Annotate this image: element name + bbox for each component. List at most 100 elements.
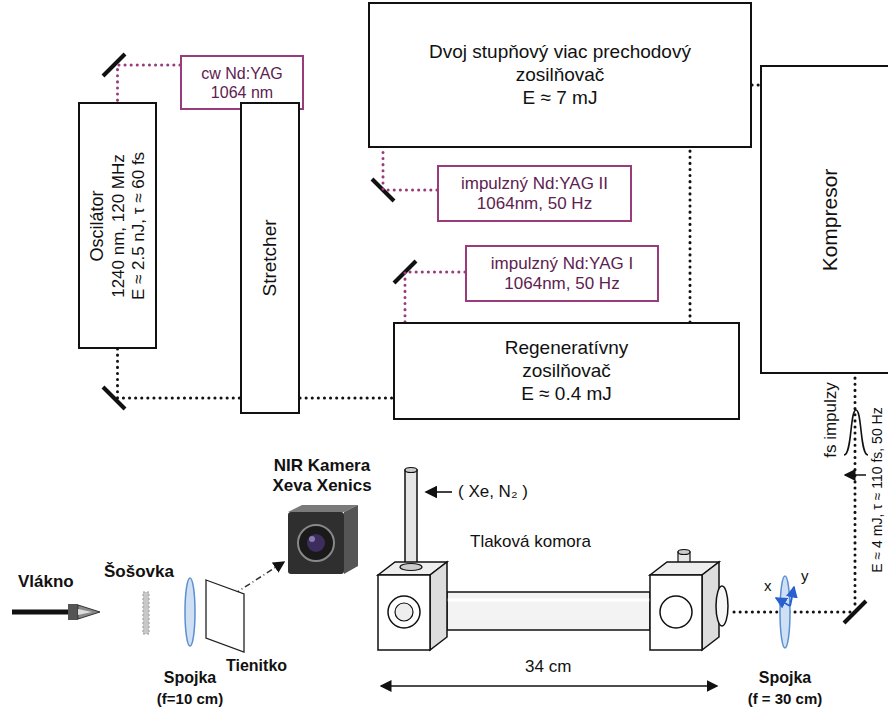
label-holder: Vlákno [18,572,74,592]
box-text-group: Dvoj stupňový viac prechodový zosilňovač… [400,41,720,109]
box-detail: E ≈ 7 mJ [400,86,720,109]
part-label: Šošovka [104,562,174,582]
chamber-cube [378,575,430,650]
chamber-window [388,596,420,628]
gas-label: ( Xe, N₂ ) [458,482,528,502]
focal-length: (f = 30 cm) [735,690,835,708]
label-holder: Spojka [745,668,825,687]
pump-laser-box: impulzný Nd:YAG I1064nm, 50 Hz [465,245,659,302]
label-holder: fs impulzy [821,382,841,458]
label-holder: Spojka [150,668,230,687]
box-title: impulzný Nd:YAG II [445,173,624,193]
camera-lens [307,534,325,552]
fiber-symbol [78,609,92,615]
box-detail: E ≈ 2.5 nJ, τ ≈ 60 fs [128,110,148,341]
label-holder: NIR Kamera Xeva Xenics [262,456,382,497]
camera-body [344,505,358,574]
box-text-group: Regeneratívny zosilňovačE ≈ 0.4 mJ [467,337,667,405]
label-holder: Tlaková komora [470,532,591,552]
gas-inlet [400,564,422,571]
label-holder: E ≈ 4 mJ, τ ≈ 110 fs, 50 Hz [869,407,886,572]
gas-arrow [426,491,452,493]
box-title: cw Nd:YAG [188,63,296,82]
box-text-group: cw Nd:YAG1064 nm [188,63,296,101]
label-holder: y [801,567,809,585]
label-holder: ( Xe, N₂ ) [458,482,528,502]
chamber-tube [447,592,650,630]
camera-body [288,512,344,574]
chamber-label: Tlaková komora [470,532,591,552]
stretcher-box: Stretcher [240,102,300,414]
pulse-label: fs impulzy [821,382,841,458]
axis-arrow [776,598,790,606]
box-title: Oscilátor [86,110,108,341]
pulse-shape [844,410,868,455]
part-label: Tienitko [226,656,287,675]
box-detail: 1240 nm, 120 MHz [108,110,128,341]
camera-lens [298,525,334,561]
box-detail: 1064nm, 50 Hz [445,194,624,214]
box-text-group: Stretcher [259,110,282,406]
compressor-box: Kompresor [760,65,888,374]
box-title: impulzný Nd:YAG I [473,253,651,273]
fiber-symbol [12,610,72,615]
mirror [103,387,125,409]
label-holder: x [764,577,772,595]
direction-arrow [845,474,866,476]
axis-label: y [801,567,809,585]
part-label: Spojka [150,668,230,687]
box-title: Kompresor [817,73,842,366]
camera-lens [309,536,315,542]
box-title: Regeneratívny zosilňovač [467,337,667,383]
mirror [103,54,125,76]
dimension-label: 34 cm [525,657,571,677]
laser-beam [854,372,857,604]
lens-symbol [185,578,195,646]
box-detail: 1064nm, 50 Hz [473,274,651,294]
box-text-group: Oscilátor1240 nm, 120 MHzE ≈ 2.5 nJ, τ ≈… [86,110,148,341]
laser-beam [300,397,393,400]
dimension-line [381,685,717,687]
label-holder: Tienitko [226,656,287,675]
laser-beam [118,349,241,398]
tube-highlight [447,599,650,602]
box-text-group: Kompresor [817,73,842,366]
chamber-window [395,603,413,621]
oscillator-box: Oscilátor1240 nm, 120 MHzE ≈ 2.5 nJ, τ ≈… [78,102,157,349]
laser-beam [689,148,692,322]
box-title: Dvoj stupňový viac prechodový zosilňovač [400,41,720,87]
pump-beam [405,272,465,322]
box-detail: E ≈ 0.4 mJ [467,382,667,405]
pump-beam [383,148,437,190]
axis-arrow [790,587,794,606]
amplifier-box: Dvoj stupňový viac prechodový zosilňovač… [368,2,752,148]
box-text-group: impulzný Nd:YAG II1064nm, 50 Hz [445,173,624,214]
box-title: Stretcher [259,110,282,406]
axis-label: x [764,577,772,595]
box-text-group: impulzný Nd:YAG I1064nm, 50 Hz [473,253,651,294]
chamber-window [660,596,692,628]
gas-inlet [405,470,417,567]
chamber-valve [678,550,690,555]
lens-symbol [780,576,790,648]
chamber-window [716,586,728,626]
camera-label: NIR Kamera Xeva Xenics [262,456,382,497]
pump-laser-box: impulzný Nd:YAG II1064nm, 50 Hz [437,165,632,222]
beam-parameters: E ≈ 4 mJ, τ ≈ 110 fs, 50 Hz [869,407,886,572]
laser-beam [752,84,760,87]
box-detail: 1064 nm [188,83,296,102]
part-label: Spojka [745,668,825,687]
filter-symbol [143,592,149,634]
chamber-cube [430,562,447,650]
part-label: Vlákno [18,572,74,592]
focal-length: (f=10 cm) [140,690,240,708]
gas-inlet [405,468,417,473]
screen-symbol [206,580,244,652]
label-holder: (f=10 cm) [140,690,240,708]
fiber-symbol [78,605,100,619]
imaging-arrow [234,562,284,594]
amplifier-box: Regeneratívny zosilňovačE ≈ 0.4 mJ [393,322,740,420]
fiber-symbol [68,604,78,620]
pump-beam [118,65,181,102]
